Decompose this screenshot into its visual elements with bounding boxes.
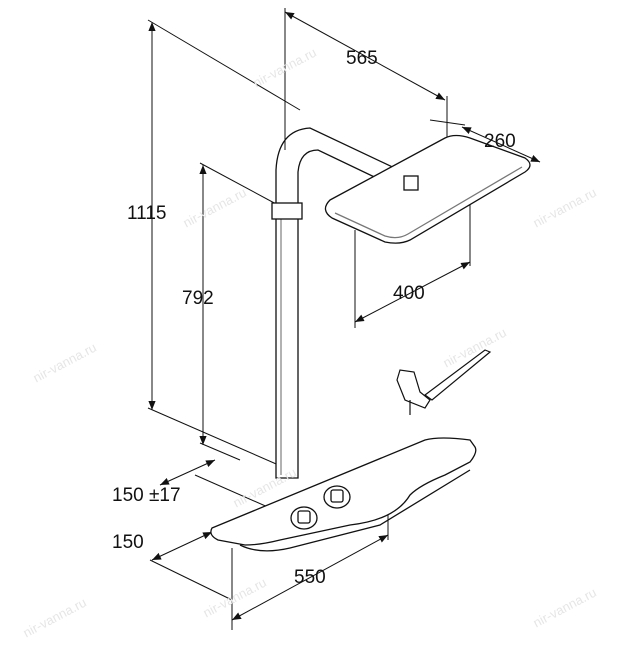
dimension-400: 400 [393, 283, 425, 304]
riser-pipe [271, 127, 421, 479]
dimension-150: 150 [112, 532, 144, 553]
dimension-565: 565 [346, 48, 378, 69]
dimension-400-lines [354, 200, 471, 328]
dimension-792: 792 [182, 288, 214, 309]
dimension-1115: 1115 [127, 203, 167, 224]
dimension-550: 550 [294, 567, 326, 588]
shelf-base [210, 437, 477, 552]
dimension-150-17-lines [159, 459, 271, 509]
dimension-260-lines [429, 119, 541, 163]
dimension-792-lines [199, 162, 279, 461]
hand-shower [396, 349, 492, 415]
dimension-150-17: 150 ±17 [112, 485, 181, 506]
dimension-260: 260 [484, 131, 516, 152]
shower-head [324, 134, 531, 244]
dimension-1115-lines [147, 19, 301, 471]
